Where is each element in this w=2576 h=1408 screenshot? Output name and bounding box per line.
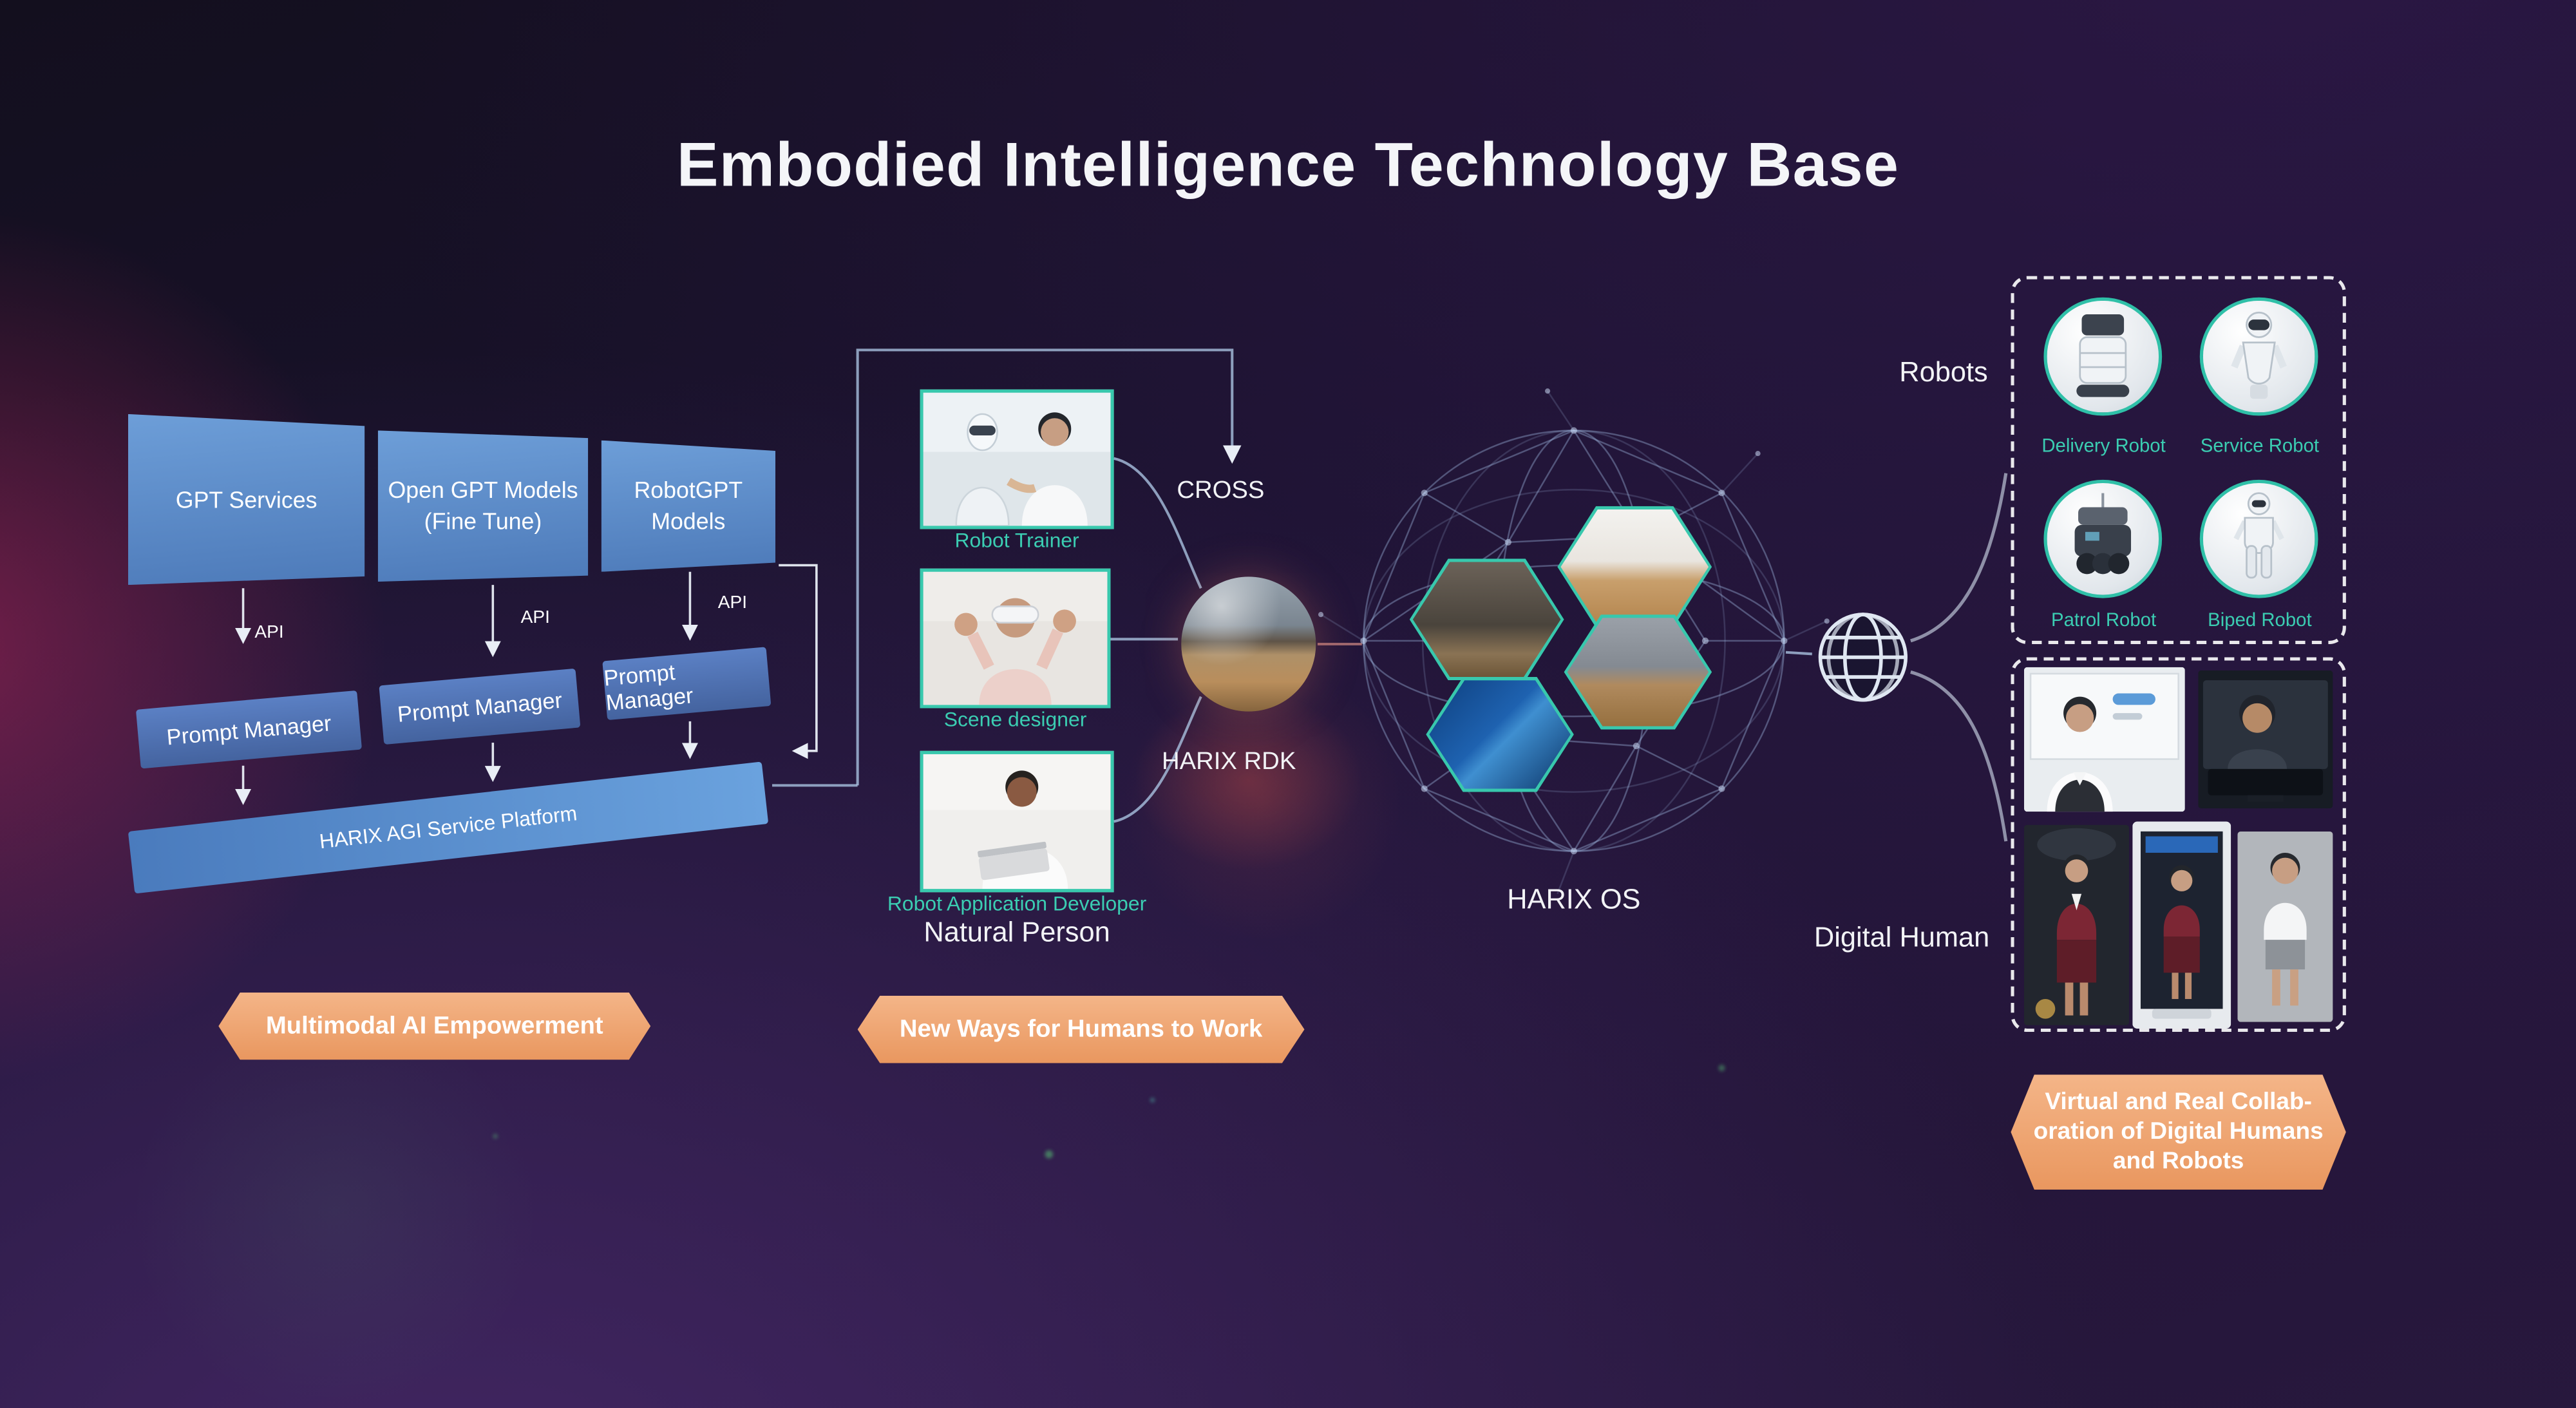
patrol-robot-image [2043,479,2163,598]
developer-illustration [923,754,1111,890]
digital-human-avatar-image [2023,824,2130,1025]
service-robot-label: Service Robot [2200,437,2320,457]
robot-trainer-illustration [923,392,1111,526]
os-scene-hex-2 [1557,506,1712,628]
green-dot-decoration [1045,1150,1054,1159]
banner3-line2: oration of Digital Humans [2033,1119,2324,1145]
scene-designer-label: Scene designer [943,708,1087,732]
harix-agi-service-platform-bar: HARIX AGI Service Platform [128,761,769,894]
robot-application-developer-photo [920,750,1114,893]
natural-person-label: Natural Person [923,917,1110,948]
digital-human-child-image [2237,831,2333,1022]
prompt-manager-box-3: Prompt Manager [602,647,772,721]
showroom-scene-image [1567,618,1709,727]
prompt-manager-box-2: Prompt Manager [379,668,581,745]
open-gpt-models-label: Open GPT Models (Fine Tune) [388,477,578,535]
globe-icon [1818,613,1908,702]
green-dot-decoration [493,1134,498,1139]
robot-trainer-photo [920,389,1114,529]
cross-sphere-image [1181,576,1316,712]
api-label-2: API [520,607,550,628]
gpt-services-label: GPT Services [175,485,317,512]
biped-robot-icon [2233,492,2284,579]
page-title: Embodied Intelligence Technology Base [676,131,1900,201]
harix-os-label: HARIX OS [1507,884,1641,915]
scene-designer-photo [920,568,1111,709]
map-scene-image [1429,680,1571,789]
digital-human-group-box [2011,657,2346,1032]
robot-trainer-label: Robot Trainer [954,529,1079,553]
delivery-robot-icon [2076,314,2130,397]
prompt-manager-box-1: Prompt Manager [135,690,363,769]
digital-human-presenter-image [2023,667,2185,812]
gpt-services-box: GPT Services [128,414,365,585]
delivery-robot-label: Delivery Robot [2041,437,2166,457]
service-robot-image [2199,297,2318,416]
service-robot-icon [2231,311,2287,399]
harix-os-wireframe-sphere [1318,388,1830,895]
new-ways-banner: New Ways for Humans to Work [857,995,1305,1063]
digital-human-kiosk-image [2132,821,2231,1029]
teal-dot-decoration [1150,1098,1155,1103]
delivery-robot-image [2043,297,2163,416]
robots-group-box [2011,276,2346,644]
biped-robot-image [2199,479,2318,598]
virtual-real-collaboration-banner: Virtual and Real Collab- oration of Digi… [2011,1074,2346,1190]
patrol-robot-label: Patrol Robot [2051,611,2157,631]
robotgpt-models-box: RobotGPT Models [601,440,776,572]
robot-application-developer-label: Robot Application Developer [887,892,1147,915]
open-gpt-models-box: Open GPT Models (Fine Tune) [377,430,589,582]
green-dot-decoration [1718,1065,1725,1072]
biped-robot-label: Biped Robot [2208,611,2312,631]
banner3-line1: Virtual and Real Collab- [2045,1089,2312,1116]
digital-human-video-call-image [2198,670,2333,809]
digital-human-section-label: Digital Human [1814,922,1990,953]
api-label-3: API [717,593,748,613]
robots-section-label: Robots [1899,356,1988,388]
banner3-line3: and Robots [2112,1148,2244,1175]
cross-label: CROSS [1177,476,1265,505]
patrol-robot-icon [2074,493,2132,575]
harix-rdk-label: HARIX RDK [1161,747,1296,776]
scene-designer-illustration [923,571,1108,705]
robotgpt-models-label: RobotGPT Models [634,477,743,535]
api-label-1: API [254,622,284,643]
multimodal-ai-banner: Multimodal AI Empowerment [218,992,651,1060]
